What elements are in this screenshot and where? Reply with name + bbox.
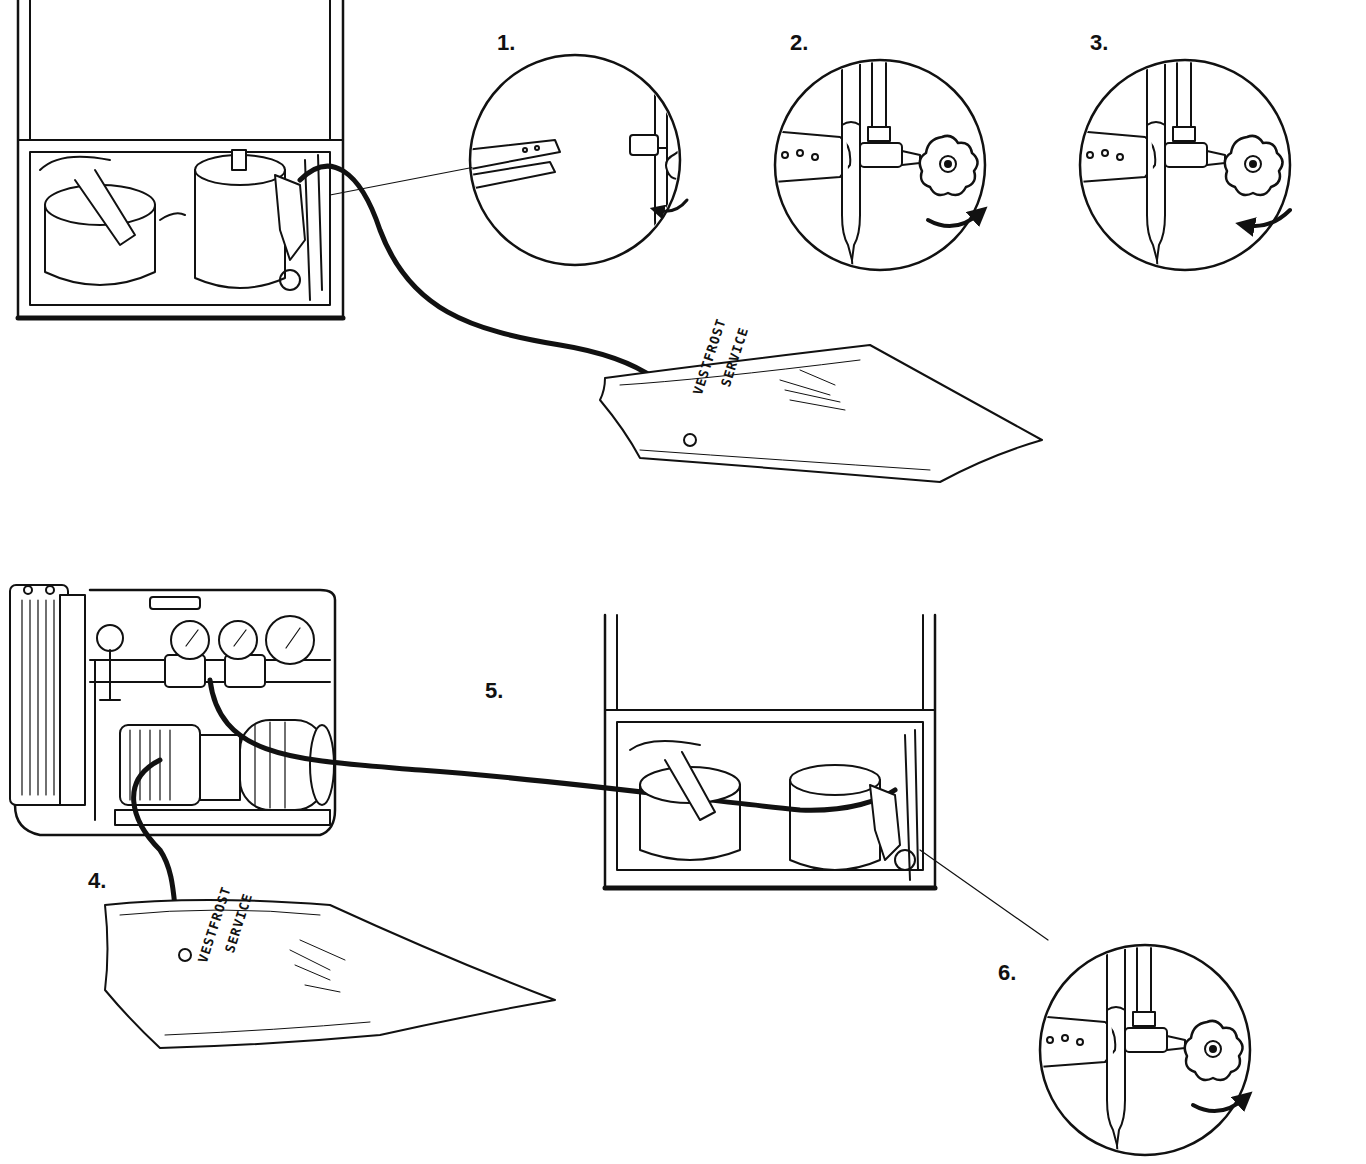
callout-number: 5. [485,678,503,704]
callout-number: 4. [88,868,106,894]
callout-number: 1. [497,30,515,56]
callout-number: 6. [998,960,1016,986]
callout-number: 3. [1090,30,1108,56]
callout-number: 2. [790,30,808,56]
